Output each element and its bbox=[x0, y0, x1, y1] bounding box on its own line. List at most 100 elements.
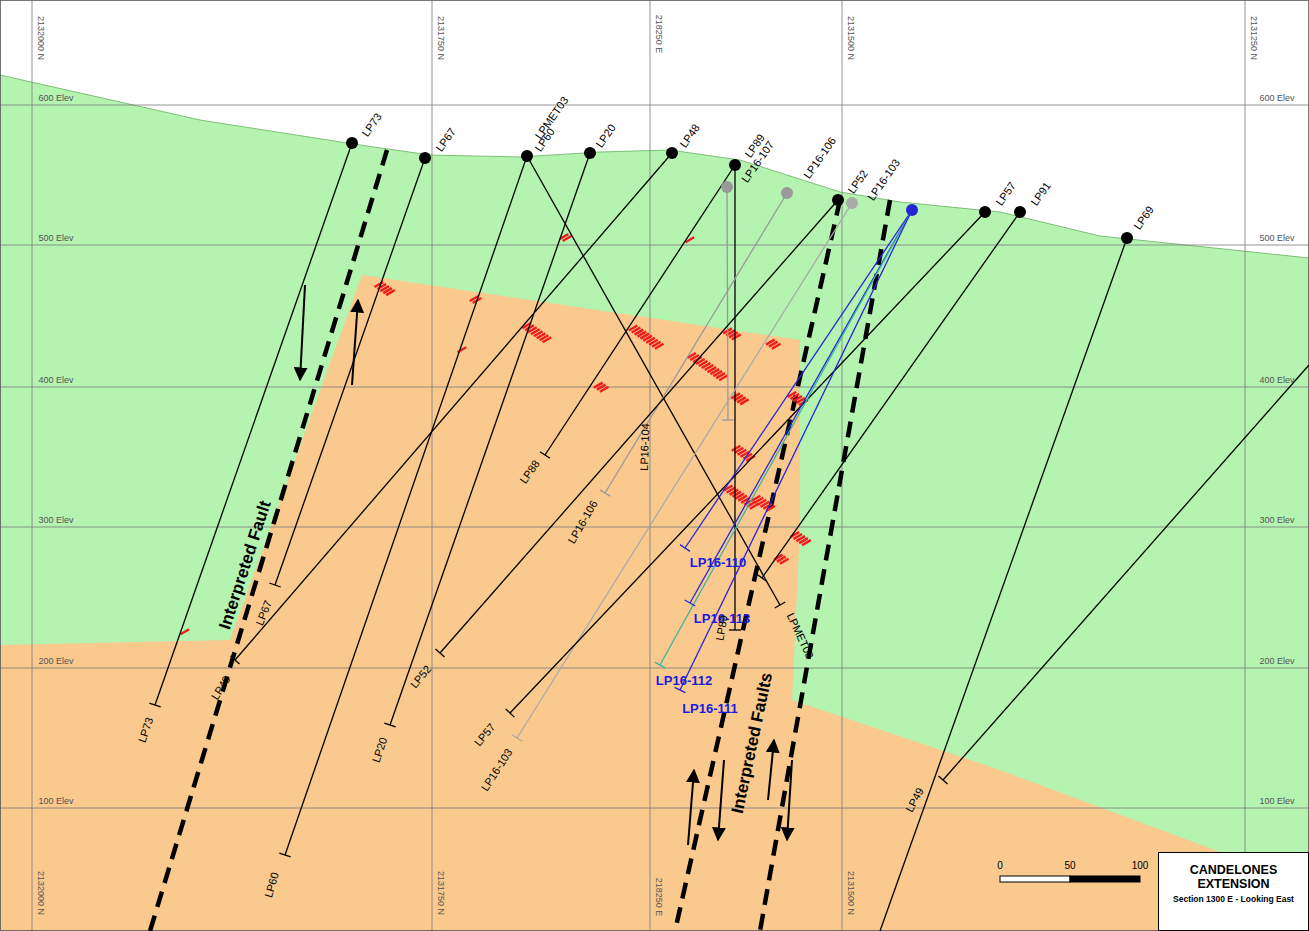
hole-end bbox=[512, 735, 522, 741]
drill-hole bbox=[390, 153, 590, 725]
grid-label: 300 Elev bbox=[1259, 516, 1294, 525]
drill-hole bbox=[660, 210, 912, 665]
hole-end bbox=[939, 776, 948, 784]
hole-end bbox=[775, 602, 785, 608]
slip-arrow bbox=[300, 285, 305, 380]
grid-label: 300 Elev bbox=[38, 516, 73, 525]
assay-tick bbox=[386, 289, 396, 296]
grid-label: 600 Elev bbox=[38, 94, 73, 103]
grid-label: 2132000 N bbox=[36, 16, 45, 60]
hole-end bbox=[506, 709, 515, 717]
grid-label: 400 Elev bbox=[1259, 376, 1294, 385]
hole-end bbox=[435, 649, 444, 657]
hole-end bbox=[675, 687, 686, 692]
drill-hole bbox=[943, 365, 1309, 780]
drill-hole bbox=[880, 238, 1127, 931]
drill-hole bbox=[235, 153, 672, 660]
slip-arrow bbox=[718, 760, 724, 840]
drill-hole bbox=[762, 212, 1020, 578]
collar bbox=[1014, 206, 1026, 218]
hole-end bbox=[384, 723, 395, 727]
assay-tick bbox=[599, 386, 609, 393]
hole-label: LP73 bbox=[360, 111, 384, 138]
hole-label: LP16-104 bbox=[639, 423, 652, 471]
assay-tick bbox=[542, 336, 552, 343]
assay-tick bbox=[719, 374, 729, 381]
drill-hole bbox=[680, 210, 912, 690]
collar bbox=[666, 147, 678, 159]
slip-arrow bbox=[768, 740, 774, 800]
slip-arrow bbox=[787, 760, 792, 840]
drill-hole bbox=[275, 158, 425, 585]
hole-label: LP52 bbox=[846, 168, 870, 195]
grid-line bbox=[0, 245, 1309, 246]
hole-label: LP69 bbox=[1132, 204, 1156, 231]
grid-label: 400 Elev bbox=[38, 376, 73, 385]
hole-label: LP20 bbox=[594, 122, 618, 149]
drill-holes bbox=[149, 137, 1309, 931]
drill-hole bbox=[285, 156, 527, 855]
drill-hole bbox=[727, 187, 728, 420]
hole-label: LP67 bbox=[434, 126, 458, 153]
grid-line bbox=[1245, 0, 1246, 931]
fault-line bbox=[760, 200, 890, 931]
grid-label: 2132000 N bbox=[36, 871, 45, 915]
collar bbox=[1121, 232, 1133, 244]
hole-label: LP57 bbox=[994, 180, 1018, 207]
assay-tick bbox=[731, 333, 741, 340]
hole-end bbox=[230, 656, 239, 664]
grid-label: 500 Elev bbox=[1259, 234, 1294, 243]
drill-hole bbox=[517, 203, 852, 738]
hole-end bbox=[757, 575, 767, 582]
collar bbox=[521, 150, 533, 162]
collar bbox=[979, 206, 991, 218]
scale-bar bbox=[1000, 876, 1140, 882]
grid-label: 600 Elev bbox=[1259, 94, 1294, 103]
grid-label: 200 Elev bbox=[38, 657, 73, 666]
collar bbox=[729, 159, 741, 171]
assay-tick bbox=[771, 343, 781, 350]
drill-hole bbox=[605, 193, 787, 493]
topography bbox=[0, 75, 1309, 258]
collar bbox=[346, 137, 358, 149]
hole-end bbox=[540, 452, 550, 459]
scale-label: 100 bbox=[1132, 861, 1149, 871]
slip-arrow bbox=[688, 770, 694, 845]
green-unit bbox=[0, 75, 1309, 931]
grid-line bbox=[0, 387, 1309, 388]
hole-label: LP16-106 bbox=[802, 135, 838, 180]
slip-arrow bbox=[352, 300, 358, 385]
grid-line bbox=[0, 808, 1309, 809]
grid-line bbox=[0, 105, 1309, 106]
hole-end bbox=[149, 703, 160, 707]
collar bbox=[721, 181, 733, 193]
assay-tick bbox=[562, 235, 572, 242]
hole-end bbox=[269, 583, 280, 587]
assay-tick bbox=[779, 558, 789, 565]
grid-line bbox=[32, 0, 33, 931]
hole-end bbox=[729, 629, 741, 630]
hole-end bbox=[680, 545, 690, 552]
collar bbox=[846, 197, 858, 209]
grid-label: 100 Elev bbox=[1259, 797, 1294, 806]
hole-label: LP16-112 bbox=[656, 674, 712, 687]
grid-label: 200 Elev bbox=[1259, 657, 1294, 666]
scale-label: 50 bbox=[1064, 861, 1075, 871]
hole-label: LP91 bbox=[1029, 180, 1053, 207]
hole-label: LP16-110 bbox=[690, 556, 746, 569]
hole-end bbox=[685, 600, 695, 606]
collar bbox=[781, 187, 793, 199]
grid-line bbox=[0, 527, 1309, 528]
grid-label: 2131500 N bbox=[846, 871, 855, 915]
collar bbox=[906, 204, 918, 216]
drill-hole bbox=[440, 200, 838, 653]
subtitle-text: Section 1300 E - Looking East bbox=[1163, 894, 1304, 904]
grid-label: 218250 E bbox=[654, 878, 663, 917]
collar bbox=[419, 152, 431, 164]
fault-line bbox=[150, 150, 387, 931]
drill-hole bbox=[155, 143, 352, 705]
grid-line bbox=[0, 668, 1309, 669]
hole-end bbox=[655, 662, 665, 668]
